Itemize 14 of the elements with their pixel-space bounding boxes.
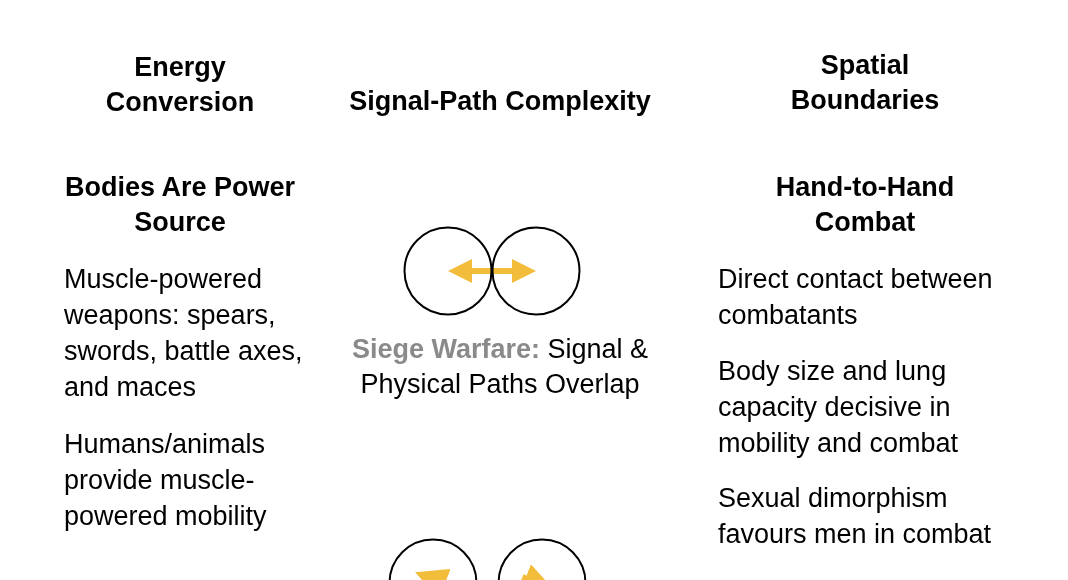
- caption-text: Siege Warfare: Signal & Physical Paths Overlap: [350, 333, 650, 401]
- column-heading: Signal-Path Complexity: [348, 85, 652, 118]
- bullet-text: Body size and lung capacity decisive in mobility and combat: [718, 355, 960, 460]
- bullet-text: Direct contact between combatants: [718, 263, 994, 332]
- circle-node: [491, 226, 581, 316]
- bullet-text: Humans/animals provide muscle-powered mobility: [64, 428, 268, 533]
- section-heading: Bodies Are Power Source: [63, 171, 297, 239]
- column-heading: Energy Conversion: [104, 51, 256, 119]
- column-heading: Spatial Boundaries: [789, 49, 941, 117]
- bullet-text: Muscle-powered weapons: spears, swords, battle axes, and maces: [64, 263, 304, 404]
- section-heading: Hand-to-Hand Combat: [774, 171, 956, 239]
- bullet-text: Sexual dimorphism favours men in combat: [718, 482, 993, 551]
- circle-node: [403, 226, 493, 316]
- double-arrow: [448, 259, 536, 283]
